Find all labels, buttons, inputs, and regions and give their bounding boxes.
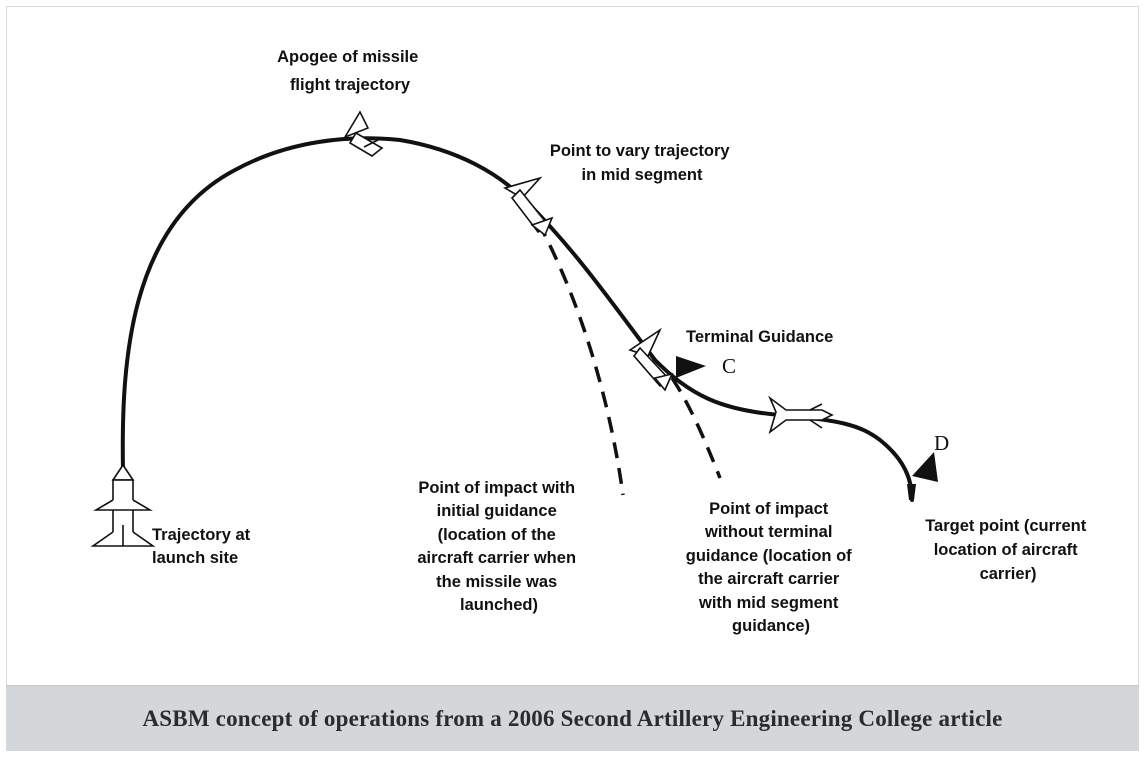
impact-initial-guidance-label: Point of impact with initial guidance (l… <box>417 479 580 614</box>
arrow-c-icon <box>676 356 706 378</box>
figure-frame <box>6 6 1139 751</box>
launch-missile-icon <box>90 463 156 547</box>
vary-point-missile-icon <box>502 176 554 237</box>
marker-c-label: C <box>722 354 736 378</box>
launch-site-label: Trajectory at launch site <box>152 526 255 567</box>
impact-no-terminal-label: Point of impact without terminal guidanc… <box>686 500 857 635</box>
figure-caption: ASBM concept of operations from a 2006 S… <box>142 705 1003 731</box>
target-point-icon <box>907 484 916 500</box>
apogee-label: Apogee of missile flight trajectory <box>277 48 423 94</box>
target-point-label: Target point (current location of aircra… <box>925 517 1091 583</box>
terminal-missile-icon <box>628 327 674 392</box>
marker-d-label: D <box>934 431 949 455</box>
caption-bar: ASBM concept of operations from a 2006 S… <box>6 685 1139 751</box>
terminal-guidance-label: Terminal Guidance <box>686 328 833 346</box>
trajectory-diagram: Apogee of missile flight trajectory Poin… <box>90 48 1091 635</box>
apogee-missile-icon <box>343 110 384 157</box>
initial-guidance-impact-path <box>536 221 625 496</box>
arrow-d-icon <box>912 452 938 482</box>
mid-segment-impact-path <box>670 377 722 479</box>
horizontal-missile-icon <box>768 395 834 435</box>
vary-point-label: Point to vary trajectory in mid segment <box>550 142 734 184</box>
